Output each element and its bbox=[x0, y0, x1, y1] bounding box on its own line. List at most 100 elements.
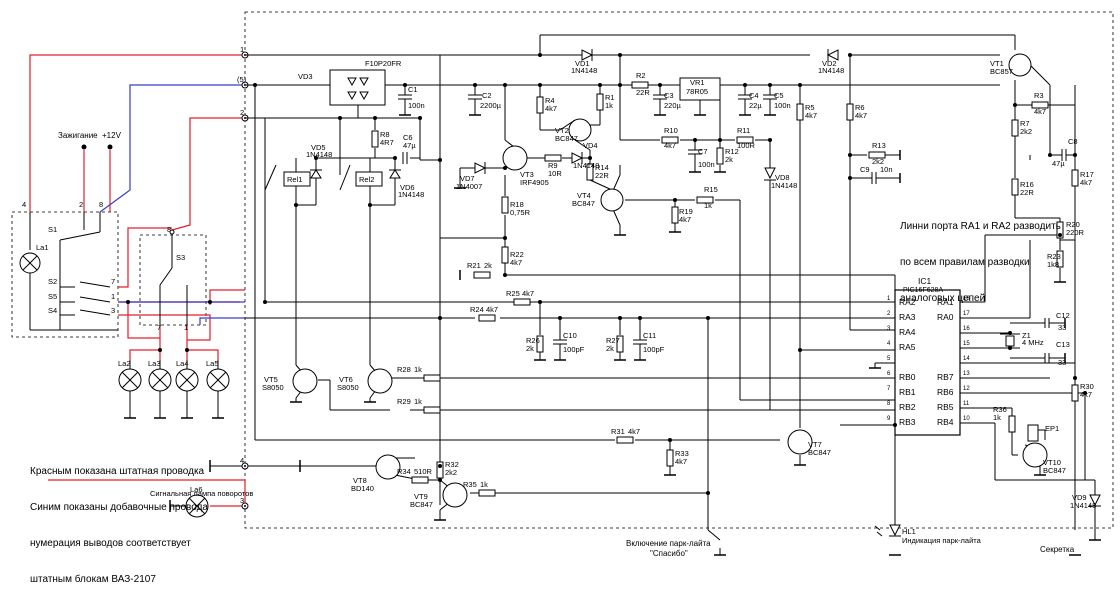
sb-pin-3: 3 bbox=[111, 306, 115, 315]
r29-val: 1k bbox=[414, 397, 422, 406]
ic1-pins: RA2 RA3 RA4 RA5 RB0 RB1 RB2 RB3 RA1 RA0 … bbox=[899, 297, 954, 427]
c6-label: C6 bbox=[403, 133, 413, 142]
analog-line-3: аналоговых цепей bbox=[900, 293, 986, 304]
vt1-label: VT1 bbox=[990, 59, 1004, 68]
c12-label: C12 bbox=[1056, 311, 1070, 320]
vd4-part: 1N4148 bbox=[573, 161, 599, 170]
vt10-part: BC847 bbox=[1043, 466, 1066, 475]
r5-label: R5 bbox=[805, 103, 815, 112]
ic1-pin-rb5: RB5 bbox=[937, 402, 954, 412]
ic1-pin-rb2: RB2 bbox=[899, 402, 916, 412]
la4-label: La4 bbox=[176, 359, 189, 368]
pin-1-label: 1 bbox=[240, 45, 244, 54]
vt4-part: BC847 bbox=[572, 199, 595, 208]
vd9-part: 1N4148 bbox=[1070, 501, 1096, 510]
ic1-pin-ra5: RA5 bbox=[899, 342, 916, 352]
vt8-part: BD140 bbox=[351, 484, 374, 493]
r10-val: 4k7 bbox=[664, 141, 676, 150]
c10-val: 100pF bbox=[563, 345, 585, 354]
r3-val: 4k7 bbox=[1034, 107, 1046, 116]
r34-val: 510R bbox=[414, 467, 433, 476]
la5-lamp-icon bbox=[206, 368, 230, 392]
legend-line-1: Красным показана штатная проводка bbox=[30, 466, 205, 477]
vt8-label: VT8 bbox=[353, 476, 367, 485]
r6-label: R6 bbox=[855, 103, 865, 112]
r10-label: R10 bbox=[664, 126, 678, 135]
la2-label: La2 bbox=[118, 359, 131, 368]
r24-val: 4k7 bbox=[486, 305, 498, 314]
board-wiring bbox=[245, 34, 1096, 555]
ic1-num-11: 11 bbox=[963, 401, 970, 407]
ic1-part: PIC16F628A bbox=[903, 287, 943, 294]
vd1-label: VD1 bbox=[575, 59, 590, 68]
rel2-label: Rel2 bbox=[359, 175, 374, 184]
legend-note: Красным показана штатная проводка Синим … bbox=[30, 442, 208, 598]
r28-label: R28 bbox=[397, 365, 411, 374]
park-led-label: Индикация парк-лайта bbox=[902, 536, 982, 545]
vd6-part: 1N4148 bbox=[398, 190, 424, 199]
ic1-num-14: 14 bbox=[963, 356, 970, 362]
r26-label: R26 bbox=[526, 336, 540, 345]
r20-label: R20 bbox=[1066, 220, 1080, 229]
vt6-label: VT6 bbox=[339, 375, 353, 384]
c3-val: 220µ bbox=[664, 101, 682, 110]
r12-label: R12 bbox=[725, 147, 739, 156]
pin-5-label: (5) bbox=[237, 75, 247, 84]
pin-4-label: 4 bbox=[240, 456, 244, 465]
r36-val: 1k bbox=[993, 413, 1001, 422]
ic1-num-8: 8 bbox=[887, 401, 891, 407]
vt5-part: S8050 bbox=[262, 383, 284, 392]
r14-label: R14 bbox=[595, 163, 609, 172]
vt9-part: BC847 bbox=[410, 500, 433, 509]
vt5-label: VT5 bbox=[264, 375, 278, 384]
c4-val: 22µ bbox=[749, 101, 762, 110]
legend-line-2: Синим показаны добавочные провода bbox=[30, 502, 208, 513]
r25-val: 4k7 bbox=[522, 289, 534, 298]
ic1-num-12: 12 bbox=[963, 386, 970, 392]
vt6-part: S8050 bbox=[337, 383, 359, 392]
r24-label: R24 bbox=[470, 305, 484, 314]
r32-label: R32 bbox=[445, 460, 459, 469]
ic1-body bbox=[894, 289, 961, 436]
vt2-part: BC847 bbox=[555, 134, 578, 143]
ic1-num-15: 15 bbox=[963, 341, 970, 347]
c2-label: C2 bbox=[482, 91, 492, 100]
r29-label: R29 bbox=[397, 397, 411, 406]
ic1-pin-ra2: RA2 bbox=[899, 297, 916, 307]
c2-val: 2200µ bbox=[480, 101, 502, 110]
r30-label: R30 bbox=[1080, 382, 1094, 391]
r16-label: R16 bbox=[1020, 180, 1034, 189]
r21-val: 2k bbox=[484, 261, 492, 270]
r28-val: 1k bbox=[414, 365, 422, 374]
c6-val: 47µ bbox=[403, 141, 416, 150]
c11-label: C11 bbox=[643, 331, 656, 340]
r3-label: R3 bbox=[1034, 91, 1044, 100]
ic1-pin-rb1: RB1 bbox=[899, 387, 916, 397]
r13-val: 2k2 bbox=[872, 157, 884, 166]
la4-lamp-icon bbox=[175, 368, 199, 392]
c1-label: C1 bbox=[408, 85, 418, 94]
r2-val: 22R bbox=[636, 88, 650, 97]
ic1-num-18: 18 bbox=[963, 296, 970, 302]
la6-lamp-icon bbox=[185, 494, 209, 518]
diodes bbox=[310, 49, 1101, 537]
r4-val: 4k7 bbox=[545, 104, 557, 113]
secret-label: Секретка bbox=[1040, 545, 1075, 554]
connector-terminals bbox=[241, 51, 249, 510]
ic1-num-9: 9 bbox=[887, 416, 891, 422]
vd7-label: VD7 bbox=[460, 174, 475, 183]
park-button-label-2: "Спасибо" bbox=[650, 549, 688, 558]
vt3-label: VT3 bbox=[520, 170, 534, 179]
z1-val: 4 MHz bbox=[1022, 338, 1044, 347]
r11-label: R11 bbox=[737, 126, 750, 135]
labels: 1 (5) 2 4 3 La1 La2 La3 La4 La5 La6 S1 S… bbox=[22, 45, 1096, 558]
c8-val: 47µ bbox=[1052, 159, 1065, 168]
ic1-pin-rb3: RB3 bbox=[899, 417, 916, 427]
r6-val: 4k7 bbox=[855, 111, 867, 120]
r18-label: R18 bbox=[510, 200, 524, 209]
c10-label: C10 bbox=[563, 331, 577, 340]
r31-label: R31 bbox=[611, 427, 625, 436]
vt4-label: VT4 bbox=[577, 191, 591, 200]
c9-val: 10n bbox=[880, 165, 893, 174]
r4-label: R4 bbox=[545, 96, 555, 105]
